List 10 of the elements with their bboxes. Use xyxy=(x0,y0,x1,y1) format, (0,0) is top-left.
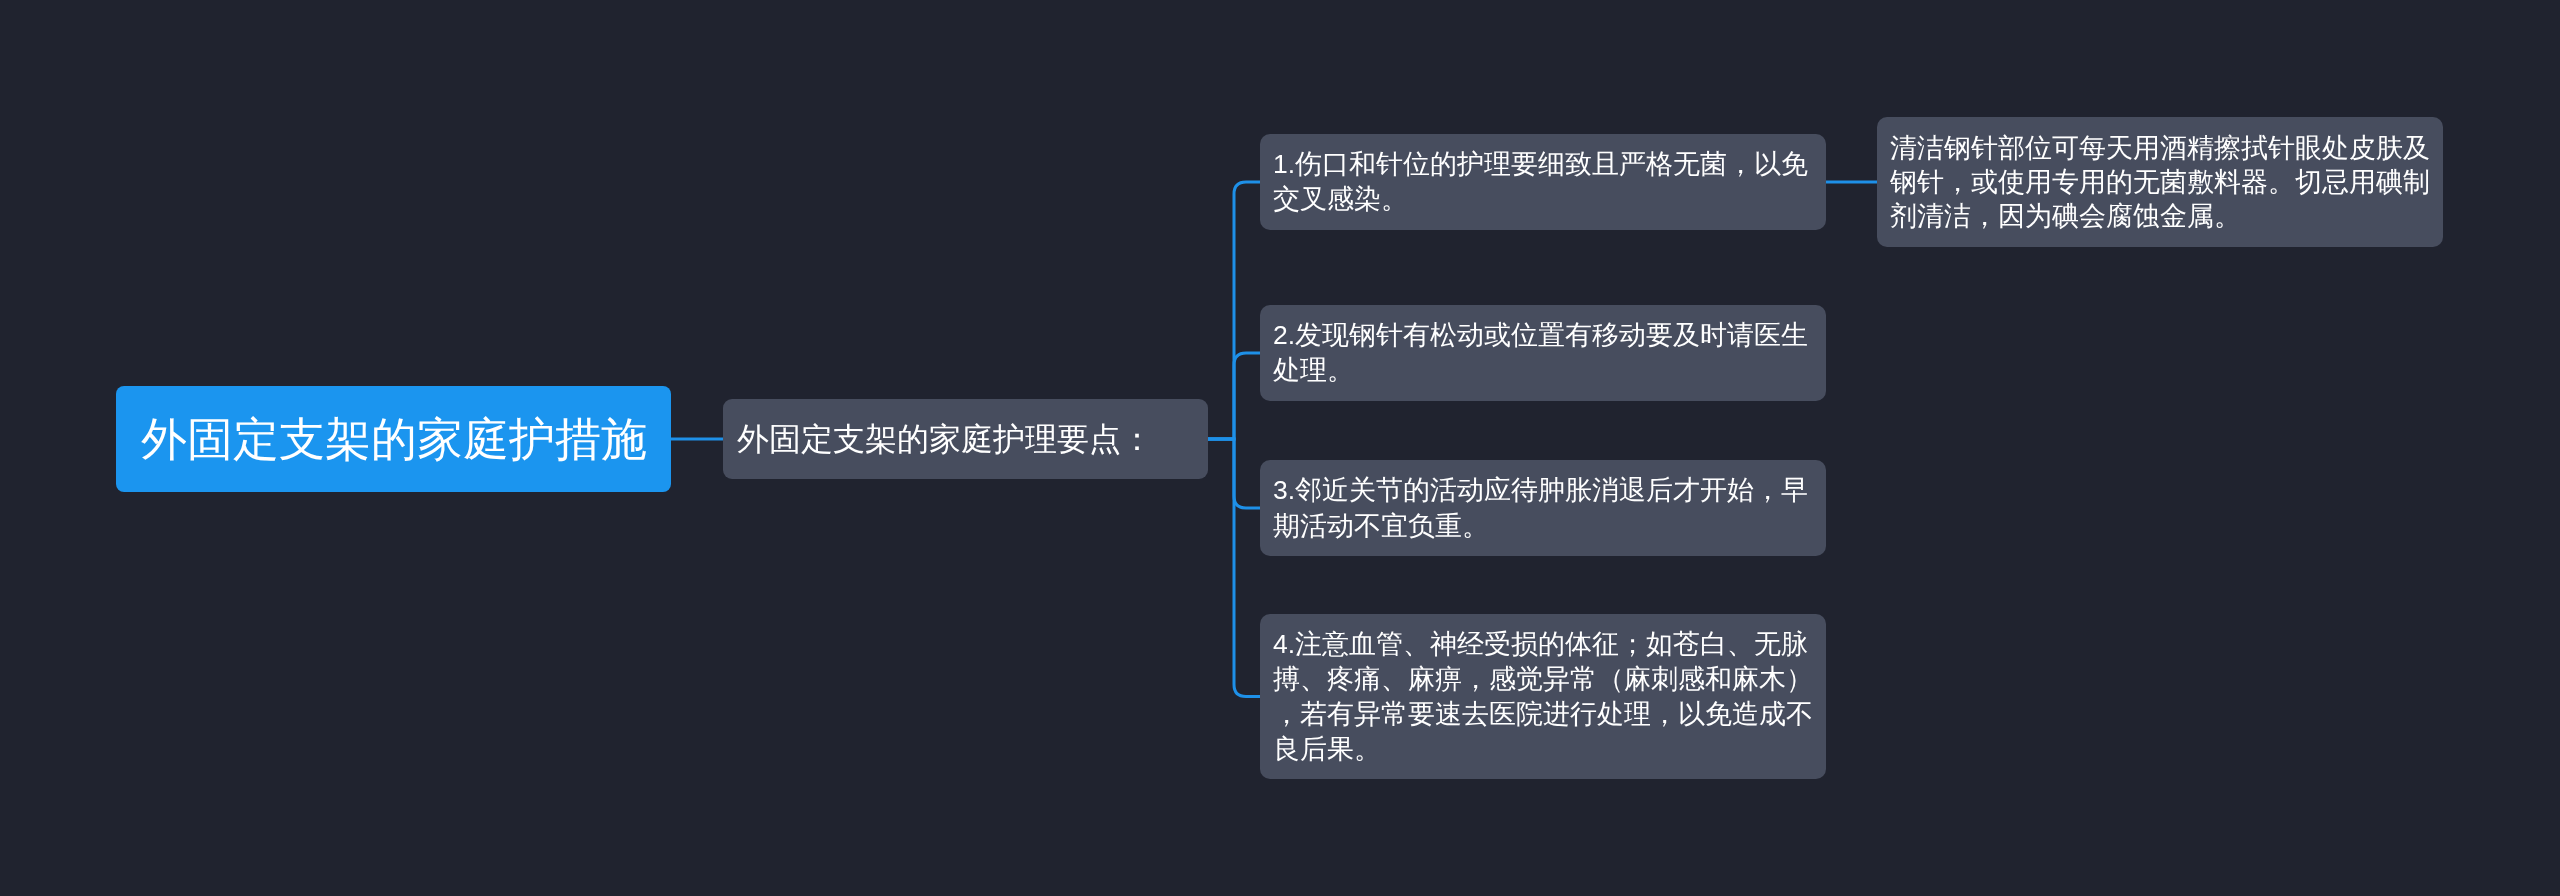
connector-line xyxy=(671,437,723,441)
connector-line xyxy=(1826,180,1877,184)
subtopic-box: 4.注意血管、神经受损的体征；如苍白、无脉搏、疼痛、麻痹，感觉异常（麻刺感和麻木），若有异常要速去医院进行处理，以免造成不良后果。 xyxy=(1260,614,1826,779)
subtopic-box: 1.伤口和针位的护理要细致且严格无菌，以免交叉感染。 xyxy=(1260,134,1826,230)
subtopic-box: 2.发现钢针有松动或位置有移动要及时请医生处理。 xyxy=(1260,305,1826,401)
subtopic-box: 清洁钢针部位可每天用酒精擦拭针眼处皮肤及钢针，或使用专用的无菌敷料器。切忌用碘制剂清洁，因为碘会腐蚀金属。 xyxy=(1877,117,2443,247)
connector-line xyxy=(1208,437,1260,698)
topic-box: 外固定支架的家庭护理要点： xyxy=(723,399,1208,479)
subtopic-box: 3.邻近关节的活动应待肿胀消退后才开始，早期活动不宜负重。 xyxy=(1260,460,1826,556)
central-topic: 外固定支架的家庭护措施 xyxy=(116,386,671,492)
